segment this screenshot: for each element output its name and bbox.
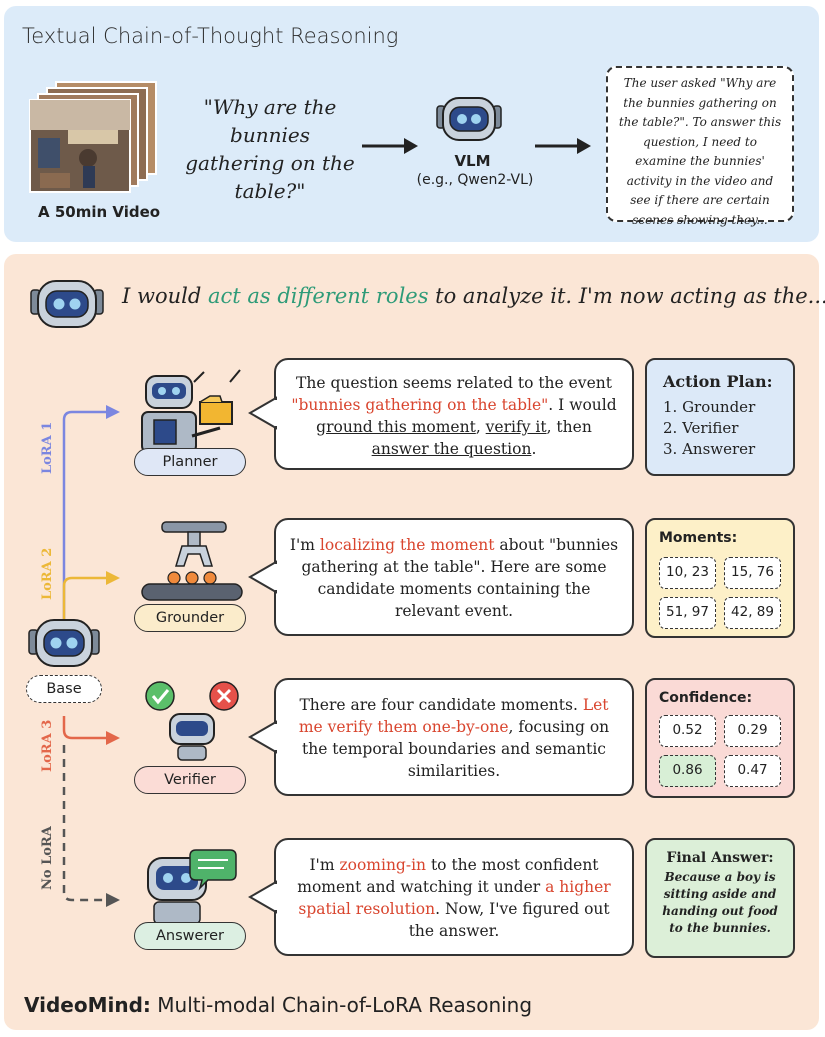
nolora-label: No LoRA <box>40 826 55 890</box>
grounder-highlight: localizing the moment <box>319 536 495 554</box>
claw-icon <box>141 521 243 601</box>
confidence-chip: 0.29 <box>724 715 781 747</box>
action-plan-item: 2. Verifier <box>663 419 739 437</box>
confidence-title: Confidence: <box>659 690 753 706</box>
planner-icon <box>141 369 241 453</box>
robot-icon <box>28 619 100 667</box>
bubble-tail <box>248 880 278 914</box>
vlm-example: (e.g., Qwen2-VL) <box>416 172 534 188</box>
intro-highlight: act as different roles <box>207 284 429 308</box>
action-plan-title: Action Plan: <box>663 372 773 391</box>
planner-underline: ground this moment <box>316 418 476 436</box>
intro-after: to analyze it. I'm now acting as the... <box>428 284 825 308</box>
bubble-tail <box>248 560 278 594</box>
verifier-text: , focusing on the temporal boundaries an… <box>302 718 610 780</box>
final-answer-title: Final Answer: <box>666 850 774 866</box>
arrow-right-icon <box>535 138 591 154</box>
lora3-label: LoRA 3 <box>40 719 55 772</box>
lora1-label: LoRA 1 <box>40 421 55 474</box>
moment-chip: 51, 97 <box>659 597 716 629</box>
question-text: "Why are the bunnies gathering on the ta… <box>185 95 355 203</box>
answerer-text: to the most confident moment and watchin… <box>297 856 599 896</box>
answerer-bubble: I'm zooming-in to the most confident mom… <box>274 838 634 956</box>
planner-label: Planner <box>134 448 246 476</box>
final-answer-box: Final Answer: Because a boy is sitting a… <box>645 838 795 958</box>
intro-text: I would act as different roles to analyz… <box>122 284 825 308</box>
verifier-text: There are four candidate moments. <box>299 696 583 714</box>
planner-text: . <box>531 440 537 458</box>
moment-chip: 42, 89 <box>724 597 781 629</box>
confidence-chip: 0.47 <box>724 755 781 787</box>
answerer-label: Answerer <box>134 922 246 950</box>
bubble-tail <box>248 396 278 430</box>
answerer-highlight: a higher spatial resolution <box>298 878 611 918</box>
footer-title: VideoMind: Multi-modal Chain-of-LoRA Rea… <box>24 993 532 1017</box>
planner-underline: verify it <box>485 418 547 436</box>
bubble-tail <box>248 720 278 754</box>
planner-text: The question seems related to the event <box>296 374 612 392</box>
final-answer-text: Because a boy is sitting aside and handi… <box>662 870 778 935</box>
confidence-chip: 0.52 <box>659 715 716 747</box>
confidence-chip-best: 0.86 <box>659 755 716 787</box>
answerer-highlight: zooming-in <box>339 856 427 874</box>
planner-underline: answer the question <box>371 440 532 458</box>
intro-before: I would <box>122 284 208 308</box>
vlm-label: VLM <box>454 152 491 170</box>
action-plan-item: 1. Grounder <box>663 398 756 416</box>
grounder-text: I'm <box>289 536 320 554</box>
footer-rest: Multi-modal Chain-of-LoRA Reasoning <box>150 993 533 1017</box>
planner-highlight: "bunnies gathering on the table" <box>291 396 549 414</box>
thought-box: The user asked "Why are the bunnies gath… <box>606 66 794 227</box>
answerer-icon <box>147 849 237 925</box>
robot-icon <box>436 97 502 141</box>
grounder-text: about "bunnies gathering at the table". … <box>301 536 619 620</box>
robot-icon <box>30 280 104 328</box>
top-title: Textual Chain-of-Thought Reasoning <box>22 24 399 48</box>
grounder-bubble: I'm localizing the moment about "bunnies… <box>274 518 634 636</box>
answerer-text: . Now, I've figured out the answer. <box>408 900 610 940</box>
moments-title: Moments: <box>659 530 738 546</box>
moment-chip: 10, 23 <box>659 557 716 589</box>
base-label: Base <box>26 675 102 703</box>
verifier-highlight: Let me verify them one-by-one <box>298 696 609 736</box>
verifier-label: Verifier <box>134 766 246 794</box>
planner-bubble: The question seems related to the event … <box>274 358 634 470</box>
planner-text: , <box>475 418 486 436</box>
verifier-icon <box>145 681 239 761</box>
arrow-right-icon <box>362 138 418 154</box>
action-plan-item: 3. Answerer <box>663 440 756 458</box>
lora2-label: LoRA 2 <box>40 547 55 600</box>
planner-text: , then <box>546 418 592 436</box>
footer-bold: VideoMind: <box>24 993 151 1017</box>
verifier-bubble: There are four candidate moments. Let me… <box>274 678 634 796</box>
grounder-label: Grounder <box>134 604 246 632</box>
moment-chip: 15, 76 <box>724 557 781 589</box>
answerer-text: I'm <box>309 856 340 874</box>
planner-text: . I would <box>548 396 617 414</box>
video-thumbnail <box>29 81 157 193</box>
action-plan-box: Action Plan: 1. Grounder 2. Verifier 3. … <box>645 358 795 476</box>
video-caption: A 50min Video <box>38 203 161 221</box>
